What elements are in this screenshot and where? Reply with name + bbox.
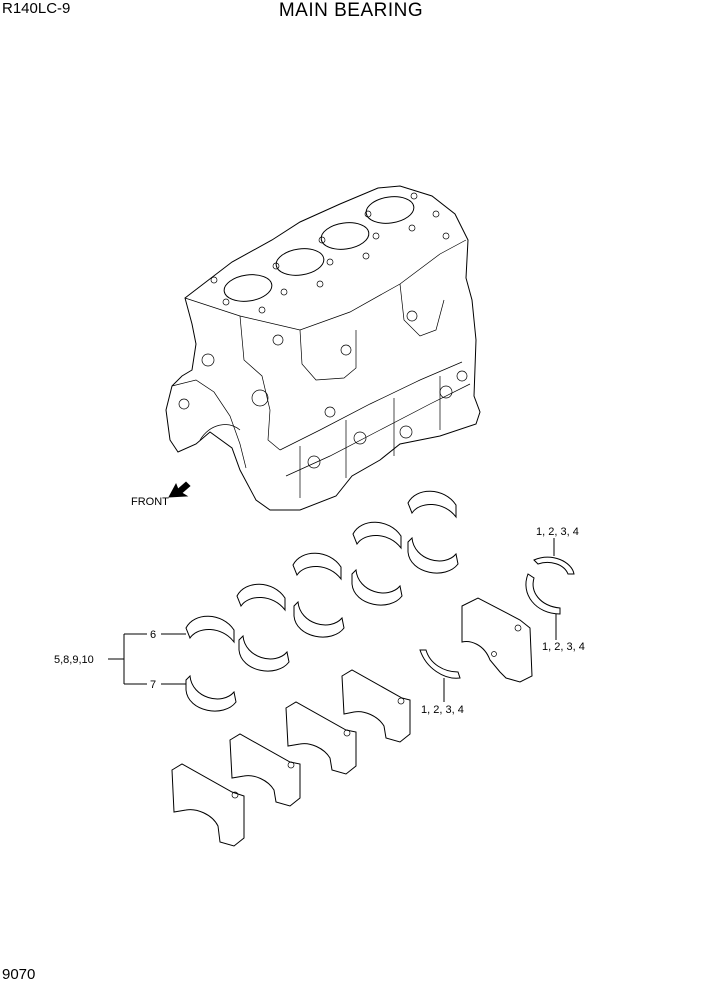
upper-bearing-shells — [185, 490, 457, 644]
callout-thrust-washer-right: 1, 2, 3, 4 — [542, 641, 585, 653]
callout-bearing-group: 5,8,9,10 — [54, 654, 94, 666]
page-number: 9070 — [2, 966, 36, 983]
callout-leaders — [108, 538, 557, 702]
callout-lower-bearing: 7 — [150, 679, 156, 691]
thrust-washers — [419, 556, 575, 679]
front-arrow-icon — [168, 481, 191, 498]
model-number: R140LC-9 — [2, 0, 71, 17]
lower-bearing-shells — [185, 536, 459, 712]
callout-thrust-washer-lower: 1, 2, 3, 4 — [421, 704, 464, 716]
page-title: MAIN BEARING — [278, 0, 424, 21]
engine-block — [165, 185, 481, 511]
callout-upper-bearing: 6 — [150, 629, 156, 641]
front-label: FRONT — [131, 496, 169, 508]
main-bearing-caps — [171, 597, 533, 847]
callout-thrust-washer-upper: 1, 2, 3, 4 — [536, 526, 579, 538]
